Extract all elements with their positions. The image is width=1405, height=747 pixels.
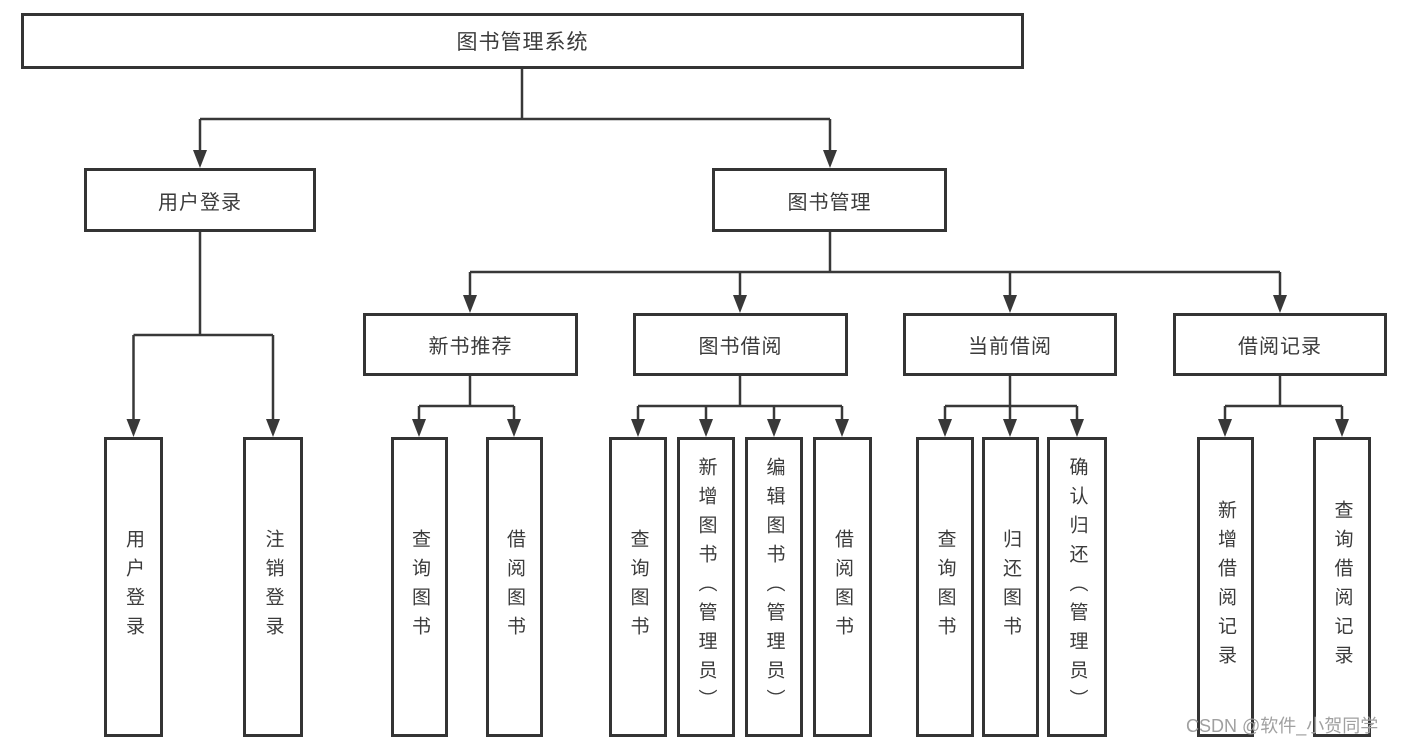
node-borrow-records-label: 借阅记录 <box>1238 336 1322 358</box>
node-book-borrow: 图书借阅 <box>633 313 848 376</box>
leaf-recommend-query-books: 查询图书 <box>391 437 448 737</box>
connector-book-management <box>463 232 1287 313</box>
leaf-borrow-query-books: 查询图书 <box>609 437 667 737</box>
connector-book-borrow <box>631 376 849 437</box>
node-new-book-recommend: 新书推荐 <box>363 313 578 376</box>
leaf-logout: 注销登录 <box>243 437 303 737</box>
node-book-borrow-label: 图书借阅 <box>698 336 783 358</box>
leaf-borrow-edit-book-admin: 编辑图书（管理员） <box>745 437 803 737</box>
node-current-borrow-label: 当前借阅 <box>968 336 1052 358</box>
connector-user-login <box>126 232 280 437</box>
leaf-borrow-query-books-label: 查询图书 <box>627 529 649 645</box>
leaf-current-return-books-label: 归还图书 <box>1000 529 1021 645</box>
node-user-login: 用户登录 <box>84 168 316 232</box>
leaf-recommend-borrow-books: 借阅图书 <box>486 437 543 737</box>
leaf-current-query-books-label: 查询图书 <box>934 529 956 645</box>
node-current-borrow: 当前借阅 <box>903 313 1117 376</box>
node-book-management: 图书管理 <box>712 168 947 232</box>
leaf-current-confirm-return-admin-label: 确认归还（管理员） <box>1066 456 1088 718</box>
leaf-recommend-borrow-books-label: 借阅图书 <box>504 529 525 645</box>
leaf-current-return-books: 归还图书 <box>982 437 1039 737</box>
leaf-current-confirm-return-admin: 确认归还（管理员） <box>1047 437 1107 737</box>
leaf-borrow-add-book-admin-label: 新增图书（管理员） <box>695 456 717 718</box>
leaf-borrow-edit-book-admin-label: 编辑图书（管理员） <box>763 456 785 718</box>
node-root: 图书管理系统 <box>21 13 1024 69</box>
connector-borrow-records <box>1218 376 1349 437</box>
connector-root <box>193 69 837 168</box>
watermark: CSDN @软件_小贺同学 <box>1186 716 1379 736</box>
node-new-book-recommend-label: 新书推荐 <box>428 336 513 358</box>
leaf-borrow-borrow-books-label: 借阅图书 <box>832 529 853 645</box>
leaf-records-add-record: 新增借阅记录 <box>1197 437 1254 737</box>
leaf-records-add-record-label: 新增借阅记录 <box>1215 500 1236 674</box>
leaf-user-login-label: 用户登录 <box>123 529 144 645</box>
leaf-borrow-add-book-admin: 新增图书（管理员） <box>677 437 735 737</box>
node-root-label: 图书管理系统 <box>456 31 589 54</box>
leaf-recommend-query-books-label: 查询图书 <box>409 529 430 645</box>
node-borrow-records: 借阅记录 <box>1173 313 1387 376</box>
leaf-logout-label: 注销登录 <box>262 529 284 645</box>
leaf-user-login: 用户登录 <box>104 437 163 737</box>
connector-current-borrow <box>938 376 1084 437</box>
leaf-current-query-books: 查询图书 <box>916 437 974 737</box>
node-user-login-label: 用户登录 <box>158 191 242 214</box>
node-book-management-label: 图书管理 <box>787 191 872 214</box>
leaf-records-query-record: 查询借阅记录 <box>1313 437 1371 737</box>
leaf-borrow-borrow-books: 借阅图书 <box>813 437 872 737</box>
leaf-records-query-record-label: 查询借阅记录 <box>1331 500 1353 674</box>
connector-new-book-recommend <box>412 376 521 437</box>
